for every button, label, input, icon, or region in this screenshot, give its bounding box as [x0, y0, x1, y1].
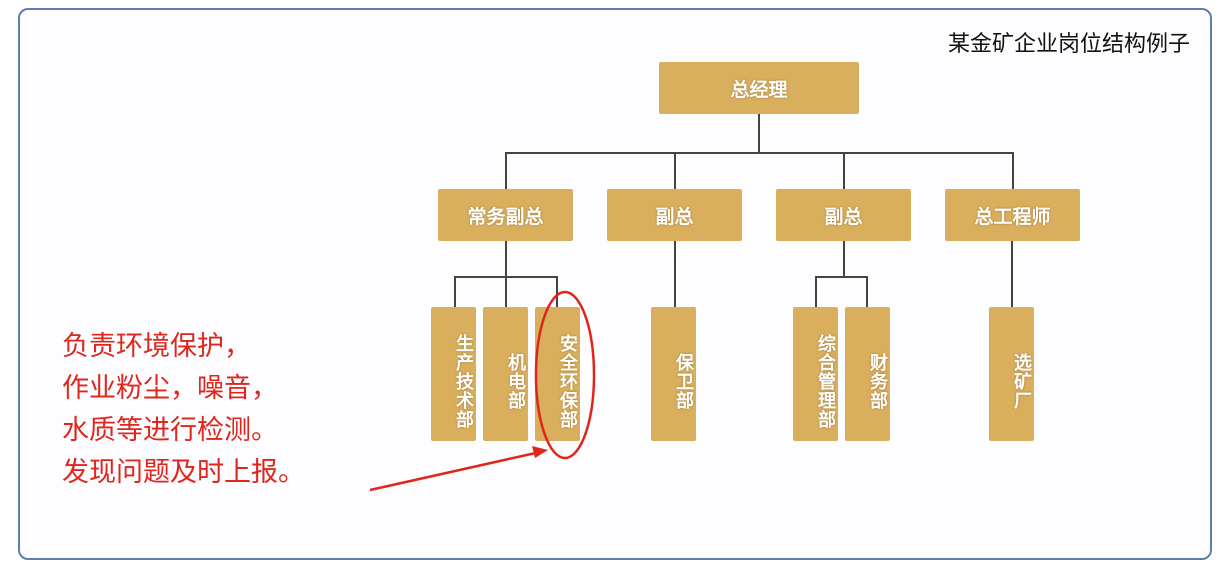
connector: [815, 276, 817, 307]
diagram-frame: [18, 8, 1212, 560]
connector: [843, 152, 845, 189]
connector: [505, 152, 507, 189]
node-finance: 财务部: [845, 307, 890, 441]
connector: [674, 241, 676, 307]
highlight-ellipse: [534, 290, 596, 460]
node-general-admin: 综合管理部: [793, 307, 838, 441]
node-ore-plant: 选矿厂: [989, 307, 1034, 441]
connector: [866, 276, 868, 307]
connector: [674, 152, 676, 189]
arrow-head-icon: [532, 446, 548, 458]
node-production-tech: 生产技术部: [431, 307, 476, 441]
annotation-line: 发现问题及时上报。: [62, 457, 305, 488]
arrow-line: [369, 450, 541, 492]
connector: [843, 241, 845, 277]
node-executive-vp: 常务副总: [438, 189, 573, 241]
node-general-manager: 总经理: [659, 62, 859, 114]
connector: [1012, 152, 1014, 189]
connector: [454, 276, 456, 307]
node-vp-1: 副总: [607, 189, 742, 241]
annotation-line: 水质等进行检测。: [62, 415, 278, 446]
connector: [556, 276, 558, 307]
connector: [505, 276, 507, 307]
connector: [505, 152, 1013, 154]
node-vp-2: 副总: [776, 189, 911, 241]
annotation-line: 作业粉尘，噪音，: [62, 373, 278, 404]
diagram-title: 某金矿企业岗位结构例子: [947, 32, 1190, 57]
node-security: 保卫部: [651, 307, 696, 441]
connector: [758, 114, 760, 154]
node-mech-elec: 机电部: [483, 307, 528, 441]
annotation-text: 负责环境保护， 作业粉尘，噪音， 水质等进行检测。 发现问题及时上报。: [62, 326, 305, 494]
connector: [505, 241, 507, 277]
connector: [815, 276, 868, 278]
node-chief-engineer: 总工程师: [945, 189, 1080, 241]
connector: [1011, 241, 1013, 307]
node-safety-env: 安全环保部: [535, 307, 580, 441]
annotation-line: 负责环境保护，: [62, 331, 251, 362]
